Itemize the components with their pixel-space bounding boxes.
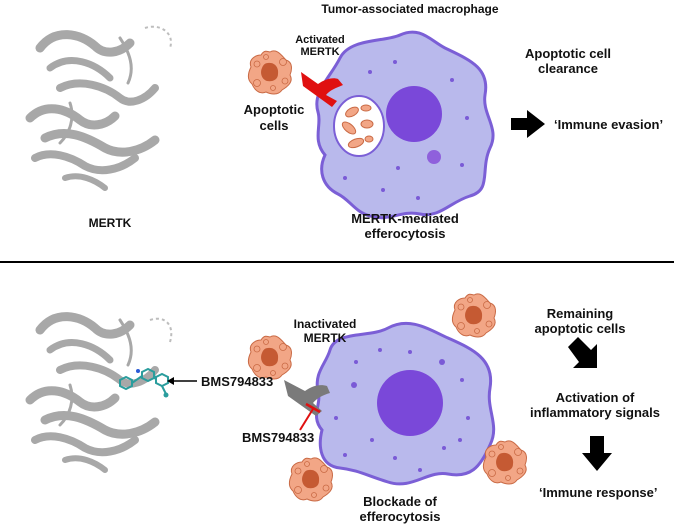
efferocytosis-label: MERTK-mediated efferocytosis (345, 211, 465, 241)
immune-response-label: ‘Immune response’ (539, 485, 658, 500)
blockade-label: Blockade of efferocytosis (345, 494, 455, 524)
apoptotic-cells-label-line1: Apoptotic (243, 102, 305, 117)
nucleus-bottom (377, 370, 443, 436)
efferocytosis-label-line2: efferocytosis (364, 226, 446, 241)
apoptotic-cell-lower-right (482, 440, 527, 485)
efferocytosis-label-line1: MERTK-mediated (351, 211, 459, 226)
activation-label-line2: inflammatory signals (529, 405, 661, 420)
remaining-cells-label-line2: apoptotic cells (534, 321, 626, 336)
mertk-protein-structure (30, 25, 172, 188)
inhibitor-line (299, 408, 314, 431)
cytoplasm-granules-top (343, 60, 469, 200)
down-right-arrow (568, 337, 597, 368)
blockade-label-line1: Blockade of (363, 494, 437, 509)
blockade-label-line2: efferocytosis (359, 509, 441, 524)
bms794833-molecule (119, 367, 169, 398)
inactivated-mertk-label: Inactivated MERTK (282, 317, 368, 345)
immune-evasion-label: ‘Immune evasion’ (554, 117, 664, 132)
clearance-label-line2: clearance (538, 61, 598, 76)
apoptotic-cell-upper-right (451, 293, 496, 338)
clearance-label-line1: Apoptotic cell (525, 46, 611, 61)
remaining-cells-label-line1: Remaining (546, 306, 614, 321)
inactivated-mertk-receptor (284, 380, 330, 416)
clearance-label: Apoptotic cell clearance (508, 46, 628, 76)
bms794833-inhibitor-label: BMS794833 (242, 430, 315, 445)
apoptotic-cells-label-line2: cells (259, 118, 289, 133)
cytoplasm-granules-bottom (334, 348, 470, 472)
apoptotic-cell-lower (288, 457, 333, 502)
phagosome-engulfed-cell (333, 95, 385, 157)
activated-mertk-label-line1: Activated (295, 34, 345, 46)
remaining-cells-label: Remaining apoptotic cells (520, 306, 640, 336)
activated-mertk-label: Activated MERTK (282, 34, 358, 58)
inactivated-mertk-label-line1: Inactivated (293, 317, 357, 331)
right-arrow-top (511, 110, 545, 138)
nucleus-top (386, 86, 442, 142)
activated-mertk-label-line2: MERTK (300, 46, 340, 58)
inactivated-mertk-label-line2: MERTK (303, 331, 347, 345)
bms794833-drug-label: BMS794833 (201, 374, 274, 389)
mertk-protein-label: MERTK (88, 216, 132, 230)
macrophage-title: Tumor-associated macrophage (321, 2, 499, 16)
activation-label-line1: Activation of (555, 390, 635, 405)
activated-mertk-receptor (301, 72, 343, 107)
drug-pointer-head (167, 377, 174, 385)
down-arrow (582, 436, 612, 471)
mertk-protein-structure-drug-bound (30, 317, 173, 470)
inhibitor-bar (305, 402, 321, 414)
activation-label: Activation of inflammatory signals (520, 390, 670, 420)
vesicle-top (427, 150, 441, 164)
apoptotic-cells-label: Apoptotic cells (234, 102, 314, 134)
